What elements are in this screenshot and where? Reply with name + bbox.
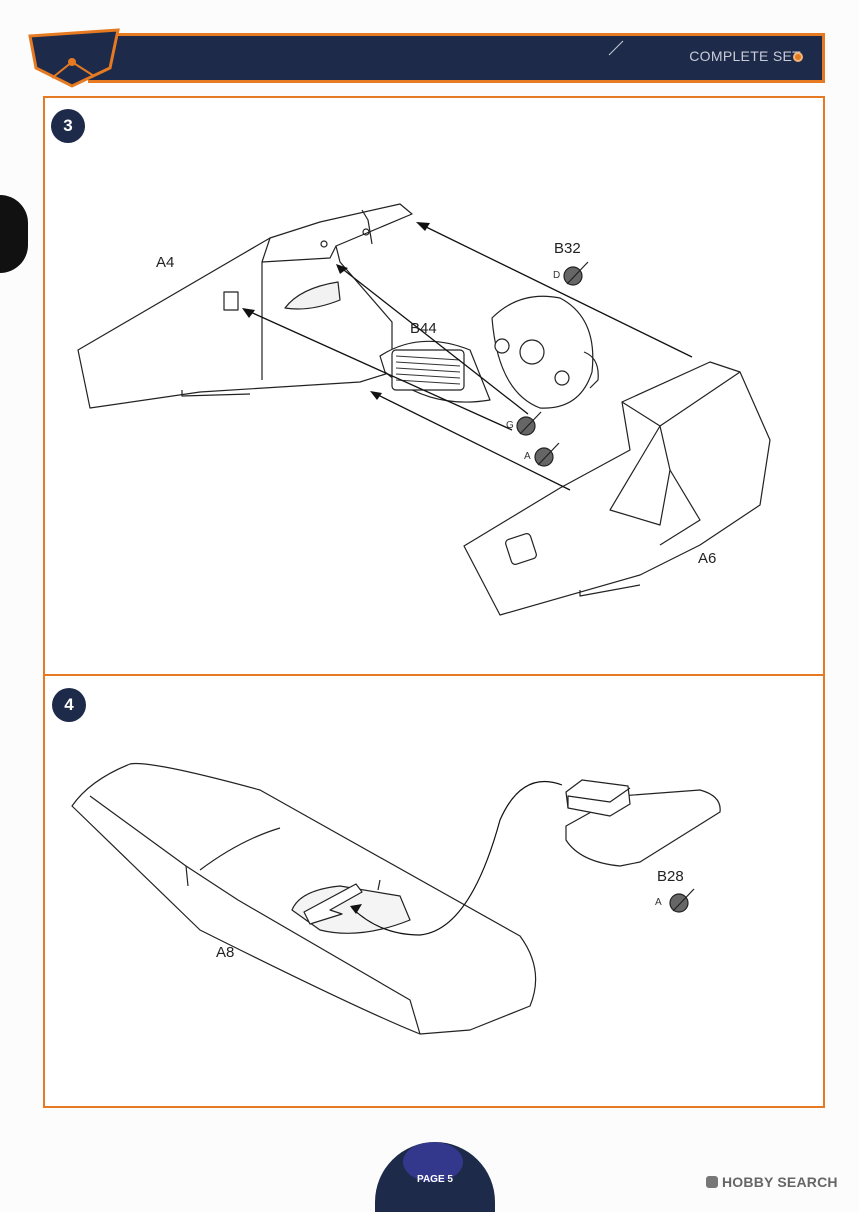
step-3-number: 3 [51,109,85,143]
paint-marker-a-step4 [669,888,695,913]
label-a8: A8 [216,944,235,961]
label-a6: A6 [698,550,717,567]
paint-marker-a [534,442,560,467]
brand-logo [28,28,120,88]
paint-code-g: G [506,420,514,431]
page-number: PAGE 5 [417,1174,453,1185]
watermark-text: HOBBY SEARCH [722,1174,838,1190]
header-bar [88,33,825,83]
page-edge-tab [0,195,28,273]
paint-code-a: A [524,451,531,462]
label-b44: B44 [410,320,437,337]
set-label: COMPLETE SET [689,48,801,64]
part-a4-shape [77,203,413,409]
step-3-diagram [77,203,771,616]
paint-code-a-step4: A [655,897,662,908]
step-4-number: 4 [52,688,86,722]
set-dot-icon [793,52,803,62]
header-slash-mark [608,40,624,56]
paint-marker-d [563,261,589,286]
paint-code-d: D [553,270,561,281]
label-b32: B32 [554,240,581,257]
label-a4: A4 [156,254,175,271]
paint-marker-g [516,411,542,436]
watermark-icon [706,1176,718,1188]
label-b28: B28 [657,868,684,885]
watermark: HOBBY SEARCH [706,1174,838,1190]
part-a6-shape [463,361,771,616]
